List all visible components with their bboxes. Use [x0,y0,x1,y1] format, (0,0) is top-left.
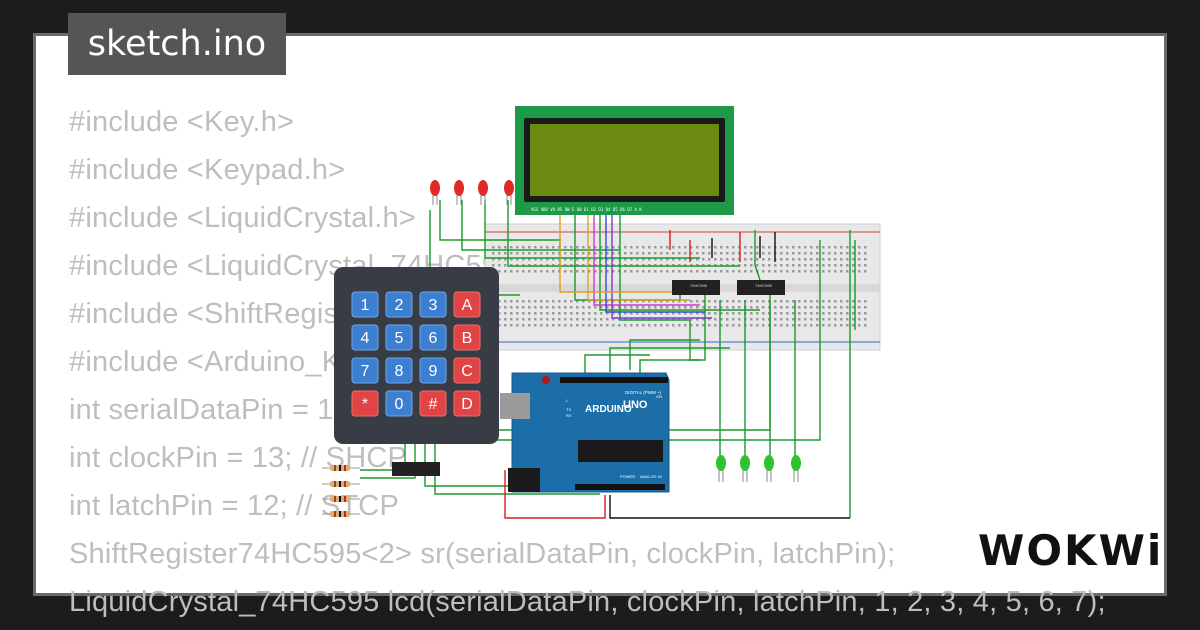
code-line: #include <Key.h> [69,106,295,138]
svg-text:0: 0 [395,396,404,413]
red-led-icon[interactable] [478,180,488,205]
svg-text:6: 6 [429,330,438,347]
svg-text:ON: ON [656,394,662,399]
keypad-key[interactable]: 0 [385,390,413,417]
keypad-key[interactable]: 2 [385,291,413,318]
keypad-key[interactable]: 3 [419,291,447,318]
sketch-title[interactable]: sketch.ino [68,13,286,75]
svg-text:74HC595: 74HC595 [690,283,708,288]
svg-text:POWER: POWER [620,474,635,479]
keypad: 1 2 3 A 4 5 6 B 7 8 9 C * 0 # D [334,267,499,476]
svg-text:DIGITAL (PWM ~): DIGITAL (PWM ~) [625,390,662,395]
svg-text:8: 8 [395,363,404,380]
arduino-model-label: UNO [623,399,648,411]
svg-text:ANALOG IN: ANALOG IN [640,474,662,479]
green-led-icon[interactable] [740,455,750,482]
svg-text:A: A [462,297,473,314]
svg-text:*: * [362,396,368,413]
resistor-icon [322,511,360,517]
svg-text:7: 7 [361,363,370,380]
arduino-brand-label: ARDUINO [585,404,632,415]
lcd-display: VSS VDD V0 RS RW E D0 D1 D2 D3 D4 D5 D6 … [515,106,734,215]
svg-text:RX: RX [566,413,572,418]
keypad-key[interactable]: A [453,291,481,318]
keypad-key[interactable]: 6 [419,324,447,351]
code-line: ShiftRegister74HC595<2> sr(serialDataPin… [69,538,896,570]
keypad-key[interactable]: * [351,390,379,417]
red-led-icon[interactable] [454,180,464,205]
svg-text:TX: TX [566,407,571,412]
resistor-icon [322,465,360,471]
svg-text:3: 3 [429,297,438,314]
svg-text:#: # [429,396,438,413]
resistor-icon [322,496,360,502]
green-led-icon[interactable] [716,455,726,482]
green-leds [716,455,801,482]
svg-text:5: 5 [395,330,404,347]
keypad-key[interactable]: # [419,390,447,417]
green-led-icon[interactable] [791,455,801,482]
keypad-key[interactable]: 5 [385,324,413,351]
red-led-icon[interactable] [430,180,440,205]
green-led-icon[interactable] [764,455,774,482]
svg-text:1: 1 [361,297,370,314]
svg-text:4: 4 [361,330,370,347]
wires-signal [559,215,712,319]
keypad-key[interactable]: 4 [351,324,379,351]
code-line: int clockPin = 13; // SHCP [69,442,408,474]
code-line: #include <LiquidCrystal.h> [69,202,416,234]
svg-text:B: B [462,330,473,347]
shift-register-2: 74HC595 [737,280,785,295]
keypad-key[interactable]: 1 [351,291,379,318]
keypad-key[interactable]: D [453,390,481,417]
red-led-icon[interactable] [504,180,514,205]
code-line: #include <Keypad.h> [69,154,346,186]
svg-text:2: 2 [395,297,404,314]
wires-power [504,230,850,519]
keypad-key[interactable]: 9 [419,357,447,384]
wokwi-logo[interactable]: WOKWi [978,526,1164,575]
svg-text:C: C [461,363,473,380]
keypad-key[interactable]: C [453,357,481,384]
code-line: LiquidCrystal_74HC595 lcd(serialDataPin,… [69,586,1106,618]
svg-text:D: D [461,396,473,413]
svg-text:9: 9 [429,363,438,380]
svg-text:L: L [566,398,569,403]
red-leds [430,180,514,205]
keypad-key[interactable]: 7 [351,357,379,384]
arduino-uno: DIGITAL (PWM ~) ARDUINO UNO POWER ANALOG… [500,372,670,493]
shift-register-1: 74HC595 [672,280,720,295]
keypad-key[interactable]: B [453,324,481,351]
svg-text:74HC595: 74HC595 [755,283,773,288]
keypad-key[interactable]: 8 [385,357,413,384]
resistors [322,465,360,517]
lcd-pin-labels: VSS VDD V0 RS RW E D0 D1 D2 D3 D4 D5 D6 … [531,207,642,212]
resistor-icon [322,481,360,487]
